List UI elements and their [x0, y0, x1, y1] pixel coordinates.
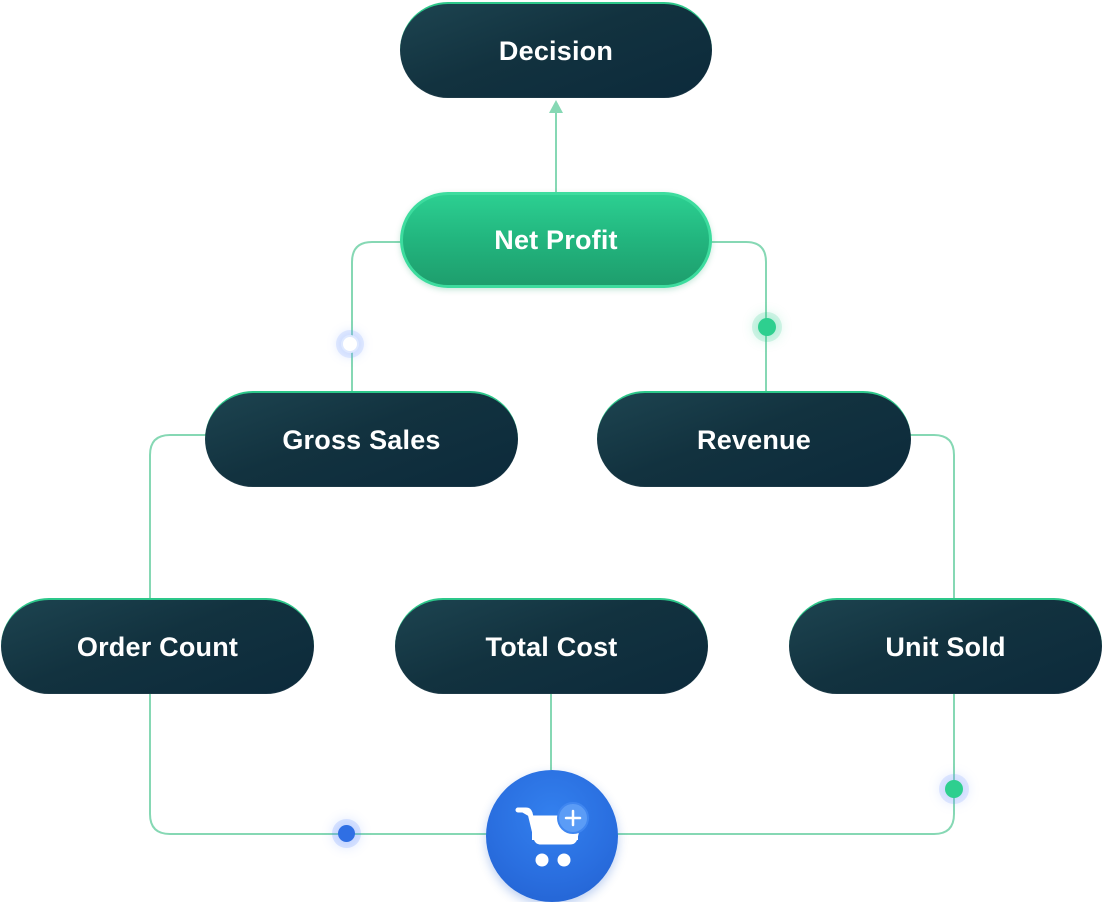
connector-dot-green — [758, 318, 776, 336]
edge-gross-netprofit — [351, 241, 402, 391]
node-total-cost[interactable]: Total Cost — [395, 598, 708, 694]
node-net-profit[interactable]: Net Profit — [400, 192, 712, 288]
add-to-cart-button[interactable] — [486, 770, 618, 902]
connector-dot-green — [945, 780, 963, 798]
node-label: Total Cost — [485, 631, 618, 662]
node-label: Decision — [498, 35, 614, 66]
node-label: Net Profit — [494, 224, 618, 255]
node-revenue[interactable]: Revenue — [597, 391, 911, 487]
plus-badge — [557, 802, 589, 834]
node-decision[interactable]: Decision — [400, 2, 712, 98]
node-label: Order Count — [76, 631, 239, 662]
node-gross-sales[interactable]: Gross Sales — [205, 391, 518, 487]
node-label: Revenue — [697, 424, 811, 455]
edge-order-gross — [149, 434, 206, 598]
arrow-head-icon — [549, 100, 563, 113]
edge-unit-cart — [616, 694, 955, 835]
connector-dot-blue — [338, 825, 355, 842]
connector-dot-white — [341, 335, 359, 353]
node-label: Unit Sold — [885, 631, 1006, 662]
node-label: Gross Sales — [282, 424, 441, 455]
node-unit-sold[interactable]: Unit Sold — [789, 598, 1102, 694]
edge-order-cart — [149, 694, 488, 835]
plus-icon — [564, 809, 582, 827]
edge-unit-revenue — [910, 434, 955, 598]
edge-revenue-netprofit — [710, 241, 767, 391]
node-order-count[interactable]: Order Count — [1, 598, 314, 694]
